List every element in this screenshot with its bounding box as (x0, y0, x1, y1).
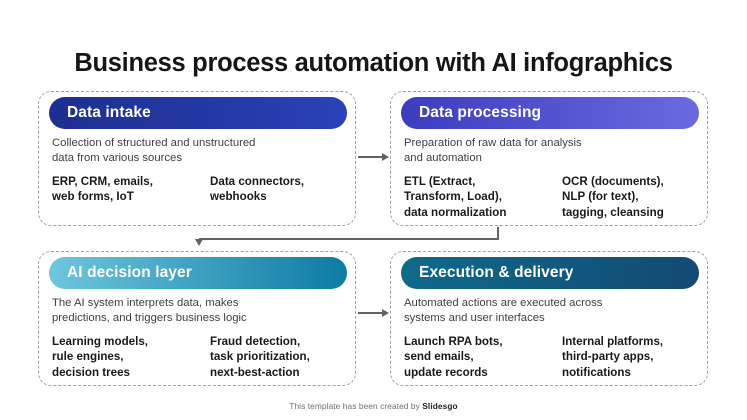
card-column-left: ERP, CRM, emails, web forms, IoT (52, 175, 153, 204)
card-data-processing[interactable]: Data processing Preparation of raw data … (390, 91, 708, 226)
card-heading-pill-data-processing: Data processing (401, 97, 699, 129)
connector-processing-to-decision-line (199, 238, 498, 240)
card-description: Automated actions are executed across sy… (404, 297, 603, 325)
card-heading-pill-execution-and-delivery: Execution & delivery (401, 257, 699, 289)
card-description: Collection of structured and unstructure… (52, 137, 256, 165)
connector-intake-to-processing-line (358, 156, 384, 158)
connector-processing-to-decision-stem (497, 227, 499, 240)
card-description: The AI system interprets data, makes pre… (52, 297, 247, 325)
footer-credit-text: This template has been created by (289, 401, 423, 411)
card-heading-label: Execution & delivery (419, 264, 574, 281)
card-ai-decision-layer[interactable]: AI decision layer The AI system interpre… (38, 251, 356, 386)
footer-brand: Slidesgo (422, 401, 458, 411)
footer-credit: This template has been created by Slides… (0, 401, 747, 411)
connector-processing-to-decision-arrow-icon (195, 239, 203, 246)
card-description: Preparation of raw data for analysis and… (404, 137, 582, 165)
card-heading-pill-data-intake: Data intake (49, 97, 347, 129)
card-column-left: Learning models, rule engines, decision … (52, 335, 148, 379)
connector-decision-to-execution-arrow-icon (382, 309, 389, 317)
card-execution-and-delivery[interactable]: Execution & delivery Automated actions a… (390, 251, 708, 386)
card-heading-label: AI decision layer (67, 264, 192, 281)
card-heading-pill-ai-decision-layer: AI decision layer (49, 257, 347, 289)
connector-intake-to-processing-arrow-icon (382, 153, 389, 161)
card-heading-label: Data intake (67, 104, 151, 121)
card-columns: Launch RPA bots, send emails, update rec… (404, 334, 700, 380)
card-columns: ERP, CRM, emails, web forms, IoT Data co… (52, 174, 348, 205)
card-data-intake[interactable]: Data intake Collection of structured and… (38, 91, 356, 226)
card-column-left: Launch RPA bots, send emails, update rec… (404, 335, 503, 379)
card-columns: ETL (Extract, Transform, Load), data nor… (404, 174, 700, 220)
card-column-right: OCR (documents), NLP (for text), tagging… (562, 175, 664, 219)
connector-decision-to-execution-line (358, 312, 384, 314)
card-column-right: Fraud detection, task prioritization, ne… (210, 335, 310, 379)
card-heading-label: Data processing (419, 104, 542, 121)
card-columns: Learning models, rule engines, decision … (52, 334, 348, 380)
card-column-right: Data connectors, webhooks (210, 175, 305, 204)
page-title: Business process automation with AI info… (74, 49, 673, 78)
card-column-right: Internal platforms, third-party apps, no… (562, 335, 664, 379)
card-column-left: ETL (Extract, Transform, Load), data nor… (404, 175, 507, 219)
